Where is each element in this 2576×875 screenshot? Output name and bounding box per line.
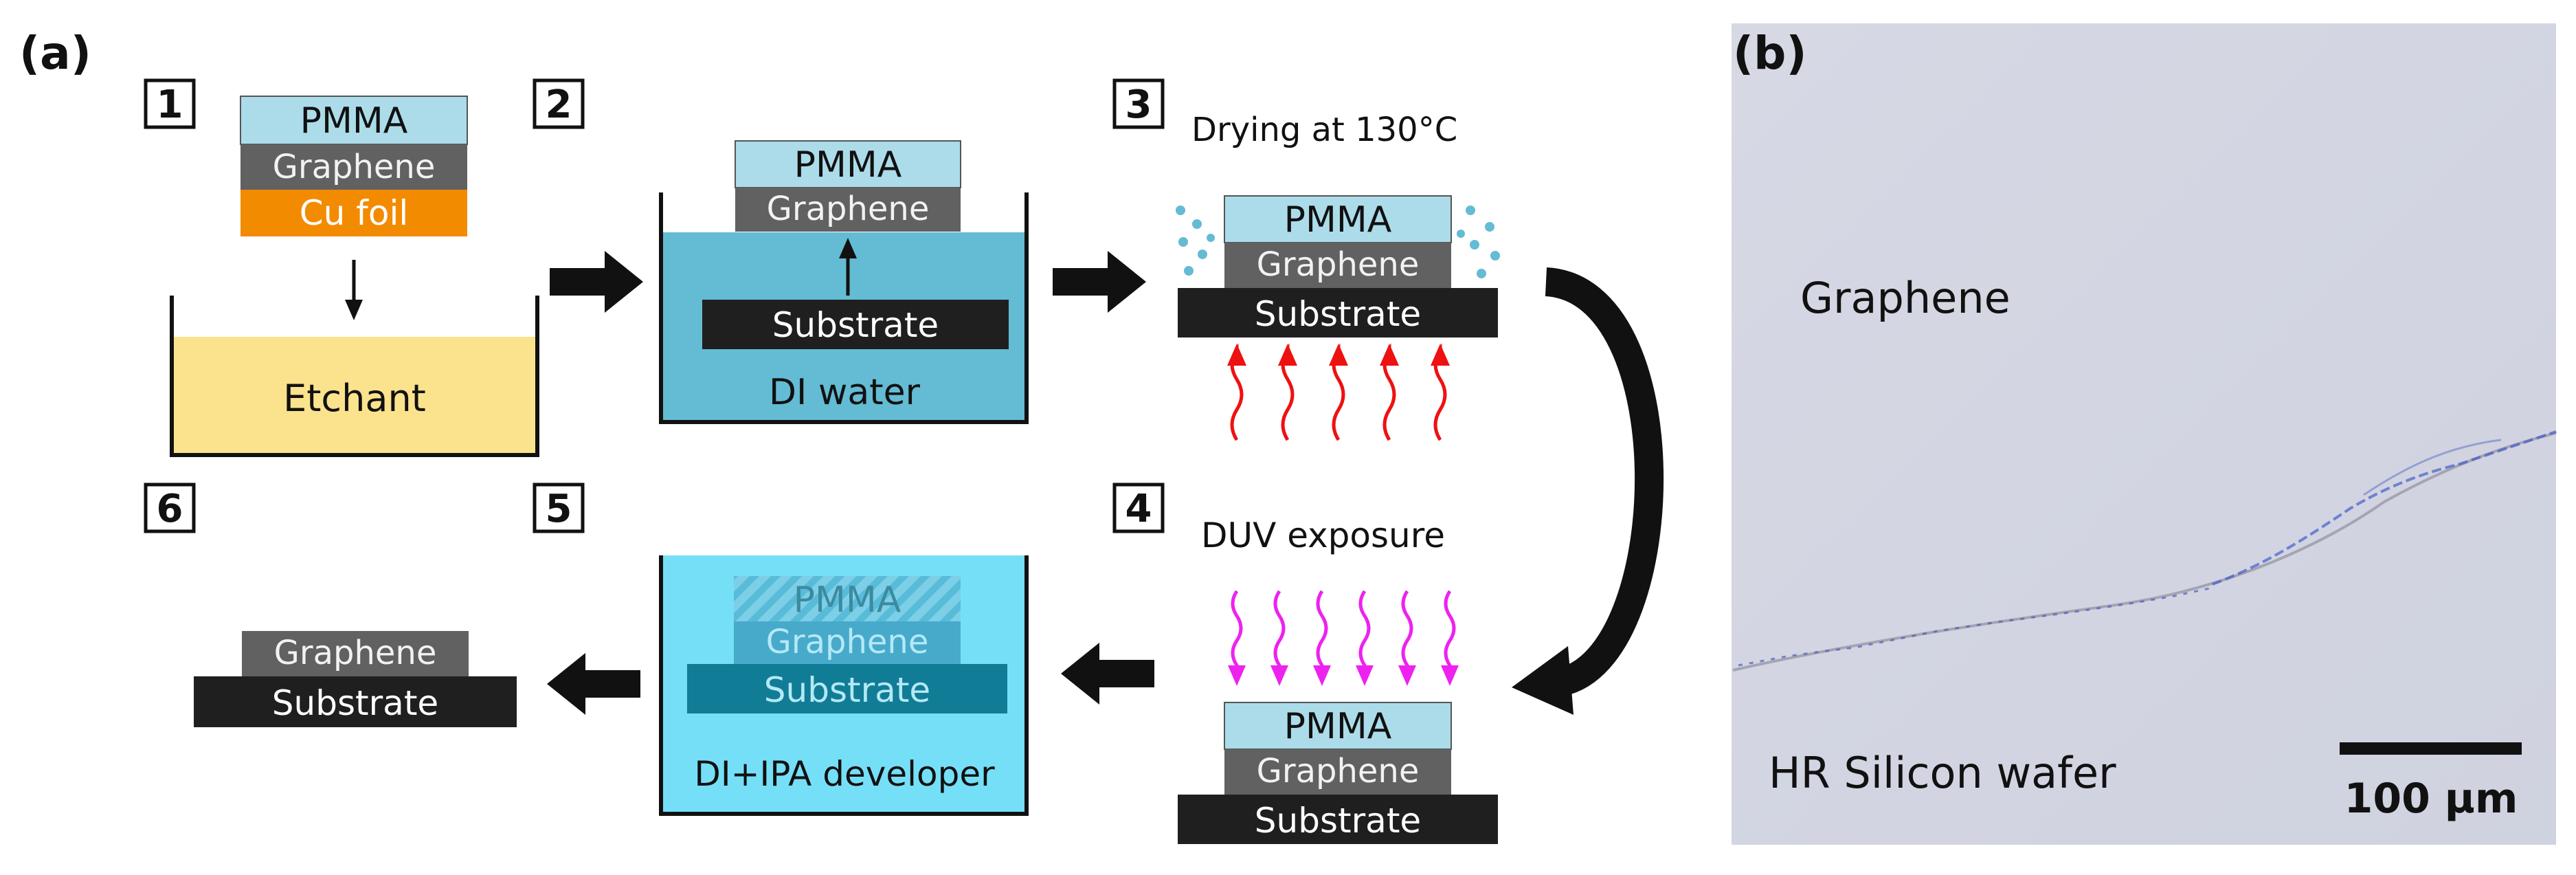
step-3-badge: 3	[1112, 78, 1165, 129]
substrate-layer	[194, 676, 517, 727]
svg-text:Graphene: Graphene	[1257, 245, 1420, 284]
pmma-layer	[735, 140, 961, 188]
arrow-2-to-3	[1053, 251, 1146, 313]
substrate-layer	[1178, 288, 1498, 337]
svg-text:Graphene: Graphene	[274, 634, 437, 672]
pmma-layer	[1224, 702, 1452, 750]
svg-text:Graphene: Graphene	[273, 148, 436, 186]
panel-b-label: (b)	[1733, 27, 1807, 80]
up-arrow	[839, 238, 857, 296]
svg-text:Substrate: Substrate	[764, 670, 930, 710]
panel-a-label: (a)	[19, 27, 91, 80]
svg-text:Graphene: Graphene	[766, 623, 929, 661]
substrate-layer	[687, 664, 1007, 713]
micrograph: (b) Graphene HR Silicon wafer 100 µm	[1732, 23, 2557, 845]
graphene-layer	[734, 621, 961, 664]
substrate-layer	[702, 300, 1009, 349]
etchant-bath: Etchant	[170, 296, 539, 457]
drying-label: Drying at 130°C	[1191, 111, 1457, 149]
svg-text:Etchant: Etchant	[283, 377, 426, 420]
cu-foil-layer	[240, 190, 467, 236]
step-5-badge: 5	[533, 483, 585, 533]
substrate-layer	[1178, 795, 1498, 844]
curved-arrow-3-to-4	[1512, 267, 1664, 715]
scale-bar-label: 100 µm	[2344, 775, 2518, 823]
svg-text:Substrate: Substrate	[272, 683, 438, 723]
svg-text:2: 2	[546, 82, 572, 127]
svg-text:4: 4	[1125, 487, 1152, 531]
step-4-badge: 4	[1112, 483, 1165, 533]
evaporation-droplets	[1176, 206, 1500, 278]
svg-text:Graphene: Graphene	[767, 190, 930, 228]
arrow-4-to-5	[1061, 643, 1154, 705]
svg-text:PMMA: PMMA	[1284, 706, 1392, 747]
uv-arrows	[1231, 590, 1456, 670]
wafer-region-label: HR Silicon wafer	[1769, 748, 2116, 798]
svg-text:PMMA: PMMA	[794, 144, 902, 186]
graphene-layer	[240, 144, 467, 190]
scale-bar	[2340, 742, 2522, 755]
svg-text:PMMA: PMMA	[794, 579, 901, 621]
step-6-badge: 6	[144, 483, 196, 533]
final-stack: Graphene Substrate	[194, 631, 517, 727]
svg-text:1: 1	[157, 82, 183, 127]
svg-text:PMMA: PMMA	[1284, 199, 1392, 241]
svg-text:6: 6	[157, 487, 183, 531]
pmma-layer	[1224, 195, 1452, 243]
graphene-layer	[242, 631, 469, 676]
developer-bath: PMMA Graphene Substrate DI+IPA developer	[659, 555, 1029, 816]
step-1-badge: 1	[144, 78, 196, 129]
svg-text:Substrate: Substrate	[772, 305, 939, 345]
svg-text:Cu foil: Cu foil	[300, 193, 408, 233]
graphene-layer	[1224, 749, 1451, 795]
micrograph-background	[1732, 23, 2556, 845]
svg-text:Graphene: Graphene	[1257, 752, 1420, 790]
svg-text:PMMA: PMMA	[300, 100, 408, 142]
arrow-1-to-2	[550, 251, 643, 313]
step-1-stack: PMMA Graphene Cu foil	[240, 96, 468, 236]
svg-text:Substrate: Substrate	[1255, 294, 1421, 334]
graphene-region-label: Graphene	[1800, 273, 2011, 323]
step-3-stack: PMMA Graphene Substrate	[1178, 195, 1498, 337]
arrow-5-to-6	[547, 653, 640, 715]
svg-text:5: 5	[546, 487, 572, 531]
svg-text:DI+IPA developer: DI+IPA developer	[694, 754, 995, 794]
svg-text:3: 3	[1125, 82, 1152, 127]
uv-arrowheads	[1228, 665, 1459, 686]
graphene-layer	[735, 188, 961, 232]
duv-label: DUV exposure	[1201, 516, 1445, 555]
step-4-stack: PMMA Graphene Substrate	[1178, 702, 1498, 844]
heat-arrowheads	[1227, 344, 1450, 366]
svg-text:DI water: DI water	[769, 372, 921, 413]
exposed-pmma-layer	[734, 576, 961, 621]
di-water-bath: PMMA Graphene Substrate DI water	[659, 140, 1029, 424]
step-2-badge: 2	[533, 78, 585, 129]
down-arrow	[345, 260, 363, 320]
graphene-layer	[1224, 243, 1451, 288]
svg-text:Substrate: Substrate	[1255, 801, 1421, 841]
